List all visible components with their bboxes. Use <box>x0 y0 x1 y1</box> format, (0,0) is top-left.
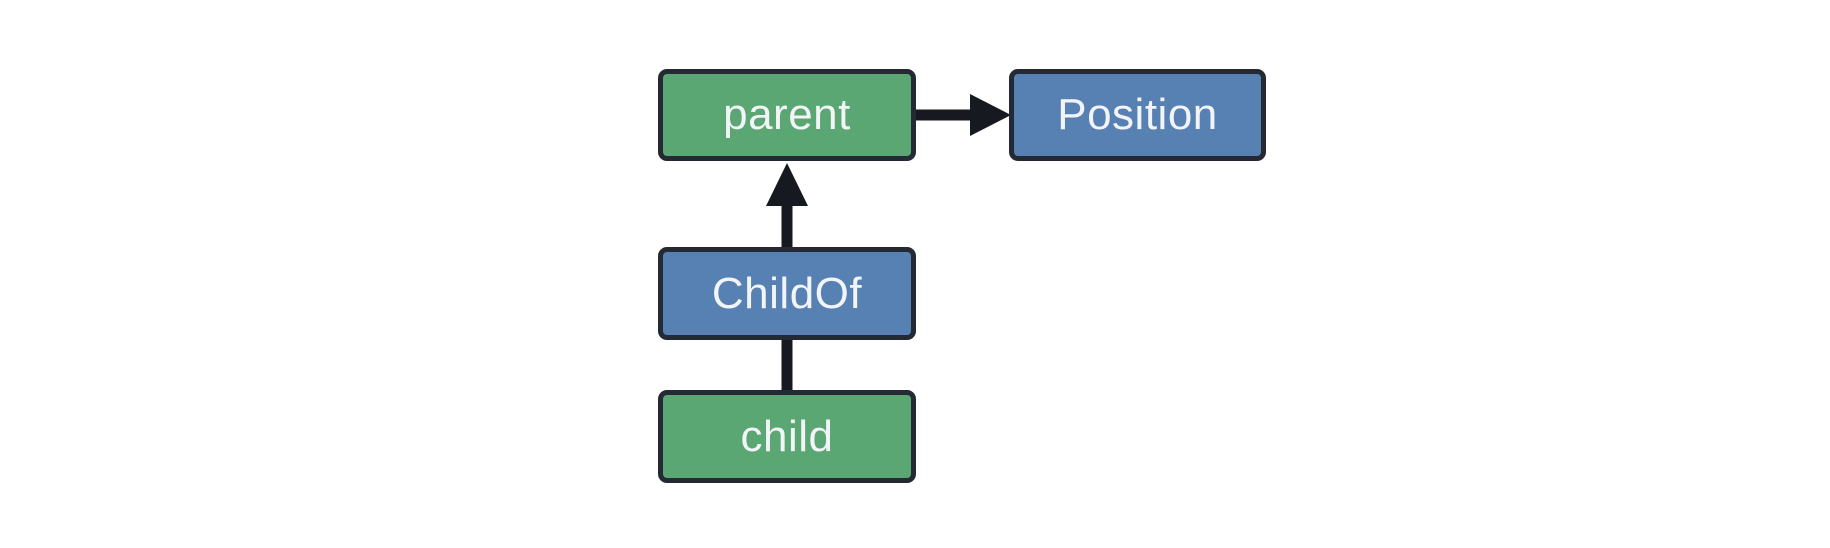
arrow-up-icon <box>766 163 808 206</box>
node-label: parent <box>723 90 851 139</box>
arrow-right-icon <box>970 94 1011 136</box>
edge-childof-to-parent <box>766 163 808 249</box>
diagram-node-child: child <box>658 390 916 483</box>
node-label: Position <box>1057 90 1218 139</box>
diagram-node-parent: parent <box>658 69 916 161</box>
diagram-node-position: Position <box>1009 69 1266 161</box>
diagram-node-childof: ChildOf <box>658 247 916 340</box>
edge-parent-to-position <box>916 94 1011 136</box>
node-label: ChildOf <box>711 268 863 318</box>
node-label: child <box>740 411 834 461</box>
